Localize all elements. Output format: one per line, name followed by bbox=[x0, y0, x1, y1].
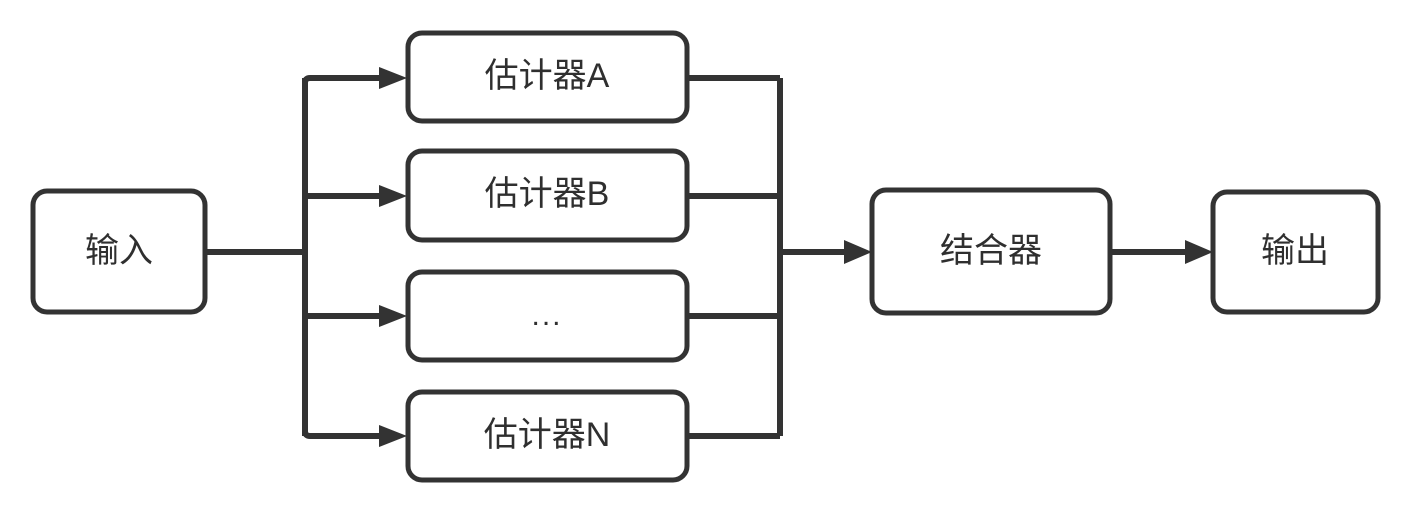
edge-fanout-to-estimator-more bbox=[305, 305, 407, 327]
edge-fanout-to-estimator-a bbox=[302, 67, 407, 89]
edge-merge-to-combiner bbox=[780, 240, 872, 264]
node-output-label: 输出 bbox=[1261, 232, 1329, 270]
node-estimator-b[interactable]: 估计器B bbox=[405, 148, 690, 243]
node-output[interactable]: 输出 bbox=[1210, 189, 1381, 315]
node-estimator-n-label: 估计器N bbox=[484, 416, 611, 454]
node-estimator-a-shape[interactable] bbox=[405, 30, 690, 124]
node-input[interactable]: 输入 bbox=[30, 188, 208, 315]
node-input-label: 输入 bbox=[85, 232, 153, 270]
edge-fanout-to-estimator-b bbox=[305, 185, 407, 207]
node-estimator-b-label: 估计器B bbox=[485, 175, 610, 213]
node-output-shape[interactable] bbox=[1210, 189, 1381, 315]
node-combiner-shape[interactable] bbox=[869, 187, 1113, 316]
node-estimator-a-label: 估计器A bbox=[485, 57, 610, 95]
node-estimator-more-label: ... bbox=[531, 299, 562, 332]
node-estimator-more-shape[interactable] bbox=[405, 269, 690, 363]
node-estimator-n[interactable]: 估计器N bbox=[405, 389, 690, 483]
node-estimator-n-shape[interactable] bbox=[405, 389, 690, 483]
edge-fanout-to-estimator-n bbox=[302, 425, 407, 447]
node-estimator-a[interactable]: 估计器A bbox=[405, 30, 690, 124]
node-estimator-b-shape[interactable] bbox=[405, 148, 690, 243]
node-estimator-more[interactable]: ... bbox=[405, 269, 690, 363]
node-combiner[interactable]: 结合器 bbox=[869, 187, 1113, 316]
node-combiner-label: 结合器 bbox=[940, 232, 1042, 270]
node-input-shape[interactable] bbox=[30, 188, 208, 315]
edge-combiner-to-output bbox=[1110, 240, 1213, 264]
